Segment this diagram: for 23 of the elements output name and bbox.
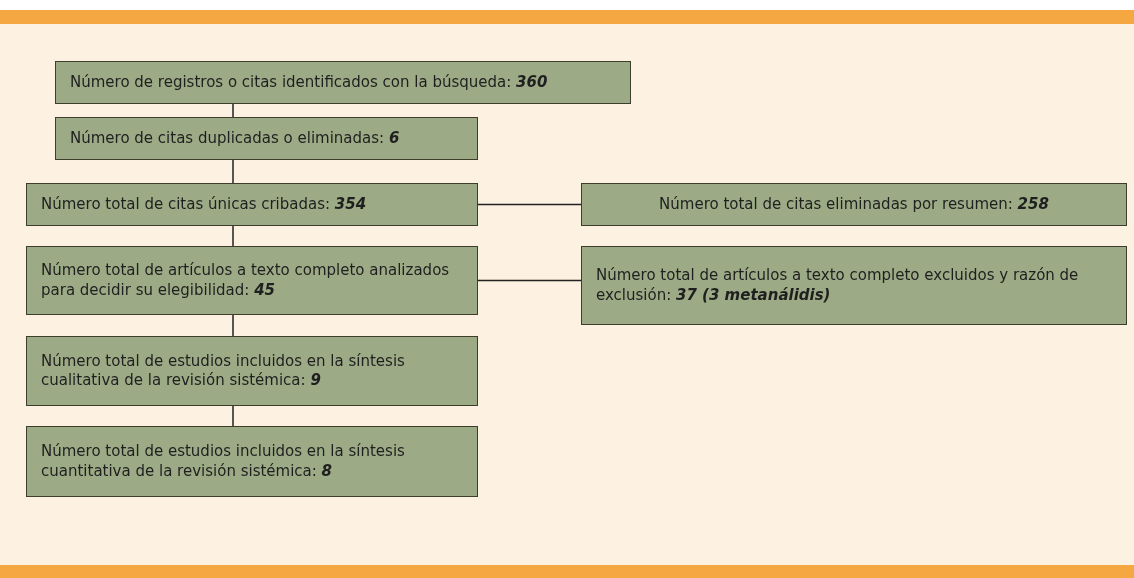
process-box <box>26 426 478 497</box>
box-text: Número total de estudios incluidos en la síntesis cualitativa de la revisión sistémica: 9 <box>41 351 406 391</box>
connector-line <box>232 314 234 337</box>
process-box <box>26 183 478 226</box>
connector-line <box>232 405 234 427</box>
box-text: Número de citas duplicadas o eliminadas: 6 <box>70 128 400 149</box>
connector-line <box>477 279 582 282</box>
box-text: Número total de estudios incluidos en la síntesis cuantitativa de la revisión sistémica: 8 <box>41 442 406 481</box>
process-box <box>55 61 631 104</box>
process-box <box>55 117 478 160</box>
box-text: Número total de citas eliminadas por resumen: 258 <box>659 194 1049 215</box>
box-text: Número total de citas únicas cribadas: 354 <box>41 194 367 215</box>
process-box <box>26 336 478 406</box>
connector-line <box>232 225 234 247</box>
connector-line <box>232 103 234 118</box>
process-box <box>581 246 1127 325</box>
box-text: Número de registros o citas identificados con la búsqueda: 360 <box>70 72 548 93</box>
connector-line <box>232 159 234 184</box>
connector-line <box>477 203 582 206</box>
process-box <box>26 246 478 315</box>
process-box <box>581 183 1127 226</box>
box-text: Número total de artículos a texto completo analizados para decidir su elegibilidad: 45 <box>41 261 451 300</box>
box-text: Número total de artículos a texto completo excluidos y razón de exclusión: 37 (3 metanálidis) <box>596 266 1080 305</box>
